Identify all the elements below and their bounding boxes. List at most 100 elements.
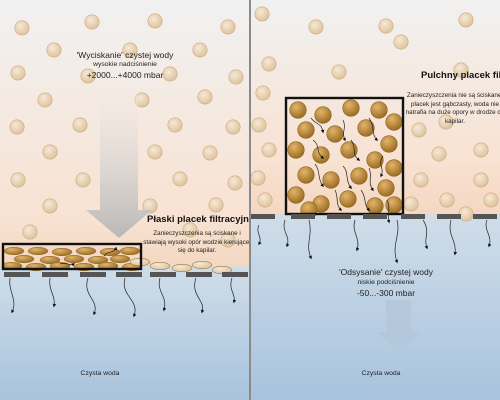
- cake-particle: [297, 166, 315, 184]
- cake-particle: [287, 141, 305, 159]
- membrane-segment: [363, 214, 387, 219]
- particle: [37, 92, 53, 108]
- press-subtitle: wysokie nadciśnienie: [93, 61, 157, 68]
- right-panel-vacuum-filtration: Pulchny placek filtracyjny Zanieczyszcze…: [251, 0, 500, 400]
- fluffy-cake-description: Zanieczyszczenia nie są ściskane, placek…: [405, 92, 500, 125]
- particle: [197, 89, 213, 105]
- cake-particle: [380, 135, 398, 153]
- flow-arrow: [308, 219, 312, 260]
- particle: [225, 119, 241, 135]
- cake-particle: [385, 159, 403, 177]
- left-water-flow-arrows: [9, 246, 237, 318]
- fluffy-cake-title: Pulchny placek filtracyjny: [421, 70, 500, 81]
- particle: [413, 172, 429, 188]
- particle: [147, 13, 163, 29]
- particle: [439, 192, 455, 208]
- particle: [458, 12, 474, 28]
- membrane-segment: [222, 272, 248, 277]
- left-panel-pressure-filtration: 'Wyciskanie' czystej wody wysokie nadciś…: [0, 0, 249, 400]
- particle: [142, 198, 158, 214]
- cake-particle: [366, 151, 384, 169]
- particle: [227, 175, 243, 191]
- press-title: 'Wyciskanie' czystej wody: [76, 50, 174, 60]
- cake-particle: [366, 197, 384, 215]
- particle: [72, 117, 88, 133]
- particle: [473, 142, 489, 158]
- membrane-segment: [150, 272, 176, 277]
- particle: [162, 66, 178, 82]
- particle: [84, 14, 100, 30]
- particle: [255, 85, 271, 101]
- cake-particle: [342, 99, 360, 117]
- particle: [147, 144, 163, 160]
- flow-arrow: [386, 199, 391, 224]
- flat-particle: [27, 246, 49, 256]
- membrane-segment: [116, 272, 142, 277]
- membrane-segment: [327, 214, 351, 219]
- particle: [251, 170, 266, 186]
- particle: [14, 20, 30, 36]
- particle: [22, 224, 38, 240]
- cake-particle: [289, 101, 307, 119]
- suction-value: -50...-300 mbar: [356, 288, 416, 298]
- membrane-segment: [42, 272, 68, 277]
- flow-arrow: [394, 219, 399, 264]
- particle: [220, 19, 236, 35]
- cake-particle: [385, 113, 403, 131]
- flow-arrow: [194, 277, 205, 314]
- particle: [182, 222, 198, 238]
- cake-particle: [326, 125, 344, 143]
- cake-particle: [350, 167, 368, 185]
- membrane-segment: [4, 272, 30, 277]
- flat-particle: [13, 254, 35, 264]
- membrane-segment: [473, 214, 497, 219]
- flow-arrow: [353, 219, 360, 252]
- right-water-flow-arrows: [257, 199, 492, 264]
- particle: [75, 172, 91, 188]
- flow-arrow: [368, 117, 378, 141]
- particle: [167, 117, 183, 133]
- flat-particle: [51, 247, 73, 257]
- particle: [393, 34, 409, 50]
- cake-particle: [287, 186, 305, 204]
- right-water-label: Czysta woda: [361, 370, 401, 377]
- left-panel-graphic: [0, 0, 249, 400]
- fluffy-cake-flow-arrows: [310, 117, 384, 211]
- right-membrane: [251, 214, 497, 219]
- flow-arrow: [449, 219, 458, 256]
- left-loose-particles: [9, 13, 244, 248]
- flow-arrow: [103, 246, 117, 257]
- right-panel-graphic: [251, 0, 500, 400]
- cake-particle: [297, 121, 315, 139]
- particle: [261, 142, 277, 158]
- particle: [473, 172, 489, 188]
- flat-particle: [39, 255, 61, 265]
- particle: [251, 117, 267, 133]
- cake-particle: [357, 119, 375, 137]
- particle: [208, 197, 224, 213]
- suction-down-arrow: [376, 300, 421, 352]
- particle: [9, 119, 25, 135]
- particle: [122, 42, 138, 58]
- flow-arrow: [123, 277, 137, 318]
- flow-arrow: [230, 277, 237, 304]
- particle: [220, 232, 236, 248]
- press-value: +2000...+4000 mbar: [86, 70, 164, 80]
- flow-arrow: [422, 219, 428, 250]
- suction-subtitle: niskie podciśnienie: [357, 279, 415, 286]
- flow-arrow: [485, 219, 492, 248]
- fluffy-cake-particles: [287, 99, 403, 219]
- suction-title: 'Odsysanie' czystej wody: [339, 267, 433, 277]
- flow-arrow: [360, 189, 370, 211]
- particle: [261, 56, 277, 72]
- cake-particle: [339, 190, 357, 208]
- flow-arrow: [312, 139, 325, 159]
- particle: [411, 122, 427, 138]
- particle: [80, 68, 96, 84]
- flat-particle: [109, 254, 131, 264]
- cake-particle: [340, 141, 358, 159]
- panel-divider: [249, 0, 251, 400]
- flow-arrow: [342, 165, 352, 190]
- flat-particle: [63, 254, 85, 264]
- flat-particle: [149, 261, 171, 271]
